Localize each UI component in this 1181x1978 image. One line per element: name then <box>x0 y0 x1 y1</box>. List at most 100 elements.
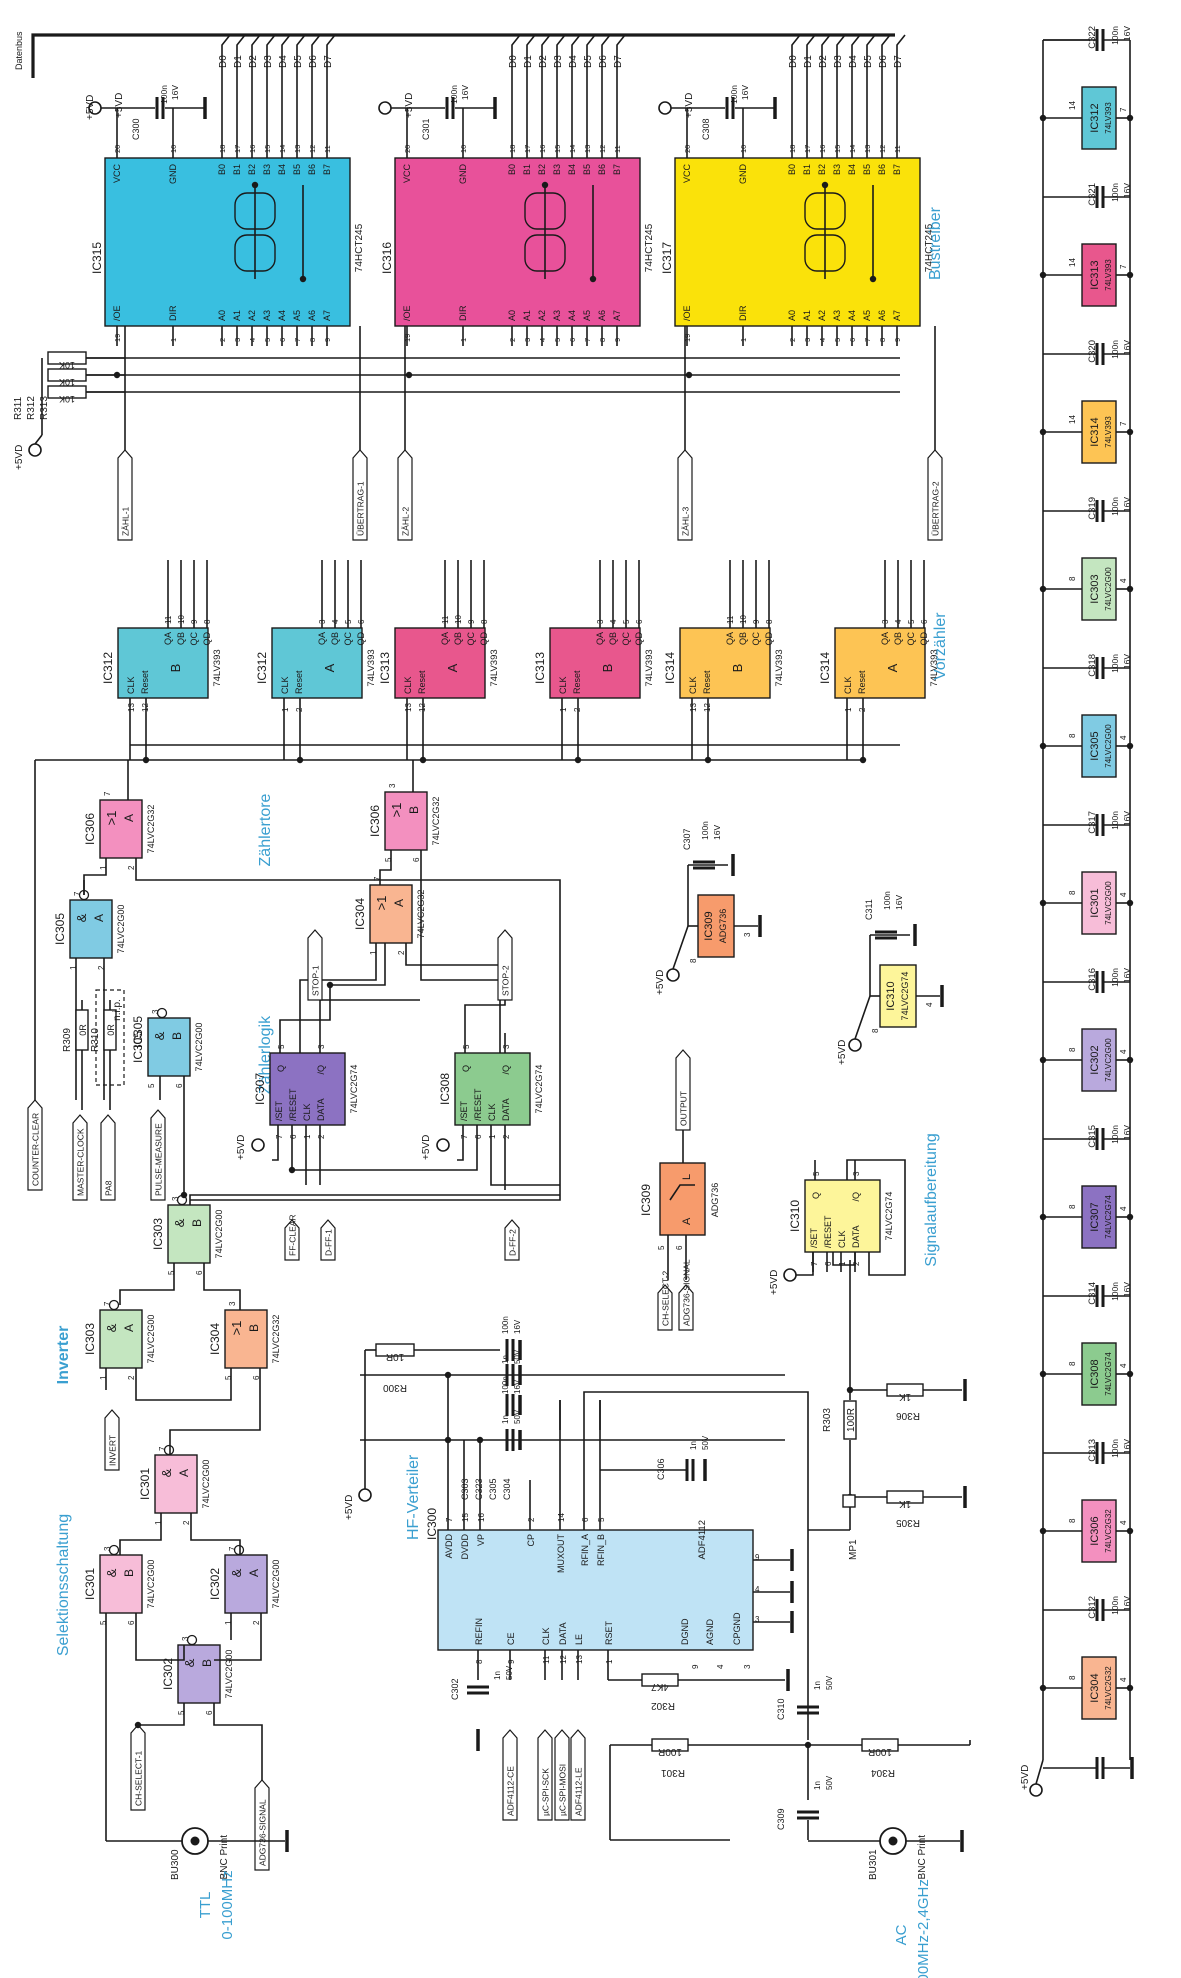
section-label-bustreiber: Bustreiber <box>927 206 944 280</box>
signal-tag: D-FF-1 <box>320 1219 336 1261</box>
power-label: +5VD <box>14 445 25 470</box>
ic-name: IC314 <box>818 652 832 684</box>
pin-name: B7 <box>322 164 332 175</box>
pin-number: 2 <box>397 950 406 955</box>
signal-tag-label: ZÄHL-1 <box>121 506 131 536</box>
resistor-body <box>843 1400 857 1440</box>
vcc-terminal <box>1029 1783 1043 1797</box>
resistor-value: 0R <box>106 1024 116 1036</box>
cap-name: C314 <box>1087 1282 1098 1305</box>
section-label-zaehlertore: Zählertore <box>257 793 274 866</box>
data-line-label: D7 <box>613 55 624 68</box>
wire <box>405 943 503 966</box>
testpoint-label: MP1 <box>848 1539 859 1560</box>
resistor-value: 100R <box>868 1746 892 1757</box>
pin-number: 14 <box>557 1513 566 1522</box>
data-line <box>266 34 276 140</box>
ic-part: 74LVC2G32 <box>1104 1509 1113 1553</box>
pin-name: QC <box>189 631 199 645</box>
pullup-vcc <box>34 434 43 445</box>
vcc-symbol <box>666 968 680 982</box>
capacitor-symbol <box>1095 1442 1105 1464</box>
pin-name: A4 <box>847 310 857 321</box>
ic-name: IC312 <box>1089 103 1101 132</box>
capacitor-symbol <box>797 1705 819 1715</box>
pin-name: A4 <box>277 310 287 321</box>
pin-name: CLK <box>487 1103 497 1121</box>
pin-number: 4 <box>925 1002 934 1007</box>
counter-body <box>271 627 363 699</box>
pin-name: QA <box>317 632 327 645</box>
capacitor-symbol <box>505 1339 515 1361</box>
cap-name: C303 <box>460 1478 470 1500</box>
pin-name: A4 <box>567 310 577 321</box>
capacitor-symbol <box>693 860 715 870</box>
signal-tag-label: µC-SPI-SCK <box>541 1768 551 1816</box>
databus-line <box>31 33 895 78</box>
ic-part: 74LVC2G00 <box>194 1023 204 1072</box>
pin-name: B4 <box>847 164 857 175</box>
signal-tag-label: ADG736-SIGNAL <box>258 1799 268 1866</box>
data-line-label: D4 <box>278 55 289 68</box>
resistor-body <box>886 1490 924 1504</box>
pin-number: 6 <box>195 1270 204 1275</box>
signal-tag-shape <box>497 929 513 1001</box>
signal-tag-shape <box>320 1219 336 1261</box>
data-line <box>541 34 551 140</box>
pin-number: 13 <box>127 703 136 712</box>
cap-voltage: 16V <box>1122 497 1132 512</box>
wire <box>319 999 420 1033</box>
cap-value: 100n <box>1110 1596 1120 1615</box>
ic-part: 74LVC2G74 <box>884 1192 894 1241</box>
pin-number: 4 <box>1119 578 1128 583</box>
decoupled-ic-body <box>1081 871 1117 935</box>
cap-name: C301 <box>421 118 431 140</box>
ic-name: IC305 <box>1089 731 1101 760</box>
inverting-bubble <box>108 1544 120 1556</box>
pin-number: 4 <box>755 1585 760 1594</box>
pin-number: 3 <box>755 1615 760 1624</box>
wire <box>83 858 107 895</box>
pin-name: CLK <box>688 676 698 694</box>
cap-voltage: 16V <box>712 825 722 840</box>
pin-name: A1 <box>232 310 242 321</box>
resistor-name: R301 <box>661 1767 685 1778</box>
cap-name: C305 <box>488 1478 498 1500</box>
bnc-center-icon <box>888 1836 898 1846</box>
cap-value: 100n <box>1110 811 1120 830</box>
vcc-symbol <box>436 1138 450 1152</box>
resistor: 100R <box>651 1738 689 1757</box>
pin-number: 4 <box>1119 1363 1128 1368</box>
bnc-center-icon <box>190 1836 200 1846</box>
ic-part: 74LVC2G00 <box>1104 567 1113 611</box>
wire <box>832 1252 856 1266</box>
junction-dot <box>299 275 307 283</box>
signal-tag-label: INVERT <box>108 1435 118 1466</box>
ic-name: IC301 <box>83 1568 97 1600</box>
pin-name: B6 <box>307 164 317 175</box>
capacitor-symbol <box>1095 814 1105 836</box>
pin-number: 1 <box>838 1261 847 1266</box>
ic-part: 74LVC2G74 <box>900 972 910 1021</box>
pin-name: B1 <box>232 164 242 175</box>
cap-name: C317 <box>1087 811 1098 834</box>
counter-body <box>834 627 926 699</box>
pin-number: 5 <box>99 1620 108 1625</box>
pin-name: A2 <box>537 310 547 321</box>
gate-symbol-text: >1 <box>229 1321 244 1336</box>
ic-part: 74LVC2G74 <box>349 1065 359 1114</box>
testpoint-icon <box>842 1494 856 1508</box>
stop-tag: STOP-1 <box>307 929 323 1001</box>
cap-name: C309 <box>776 1808 786 1830</box>
ic-part: 74LV393 <box>644 649 655 686</box>
pin-number: 9 <box>507 1659 516 1664</box>
signal-tag: COUNTER-CLEAR <box>27 1099 43 1191</box>
data-line <box>311 34 321 140</box>
cap-voltage: 50V <box>825 1775 834 1790</box>
bus-input-tag: ÜBERTRAG-1 <box>352 449 368 541</box>
cap-voltage: 16V <box>1122 1596 1132 1611</box>
pin-number: 8 <box>1068 733 1077 738</box>
pin-name: Reset <box>140 670 150 694</box>
pin-number: 1 <box>154 1520 163 1525</box>
pin-name: B2 <box>537 164 547 175</box>
